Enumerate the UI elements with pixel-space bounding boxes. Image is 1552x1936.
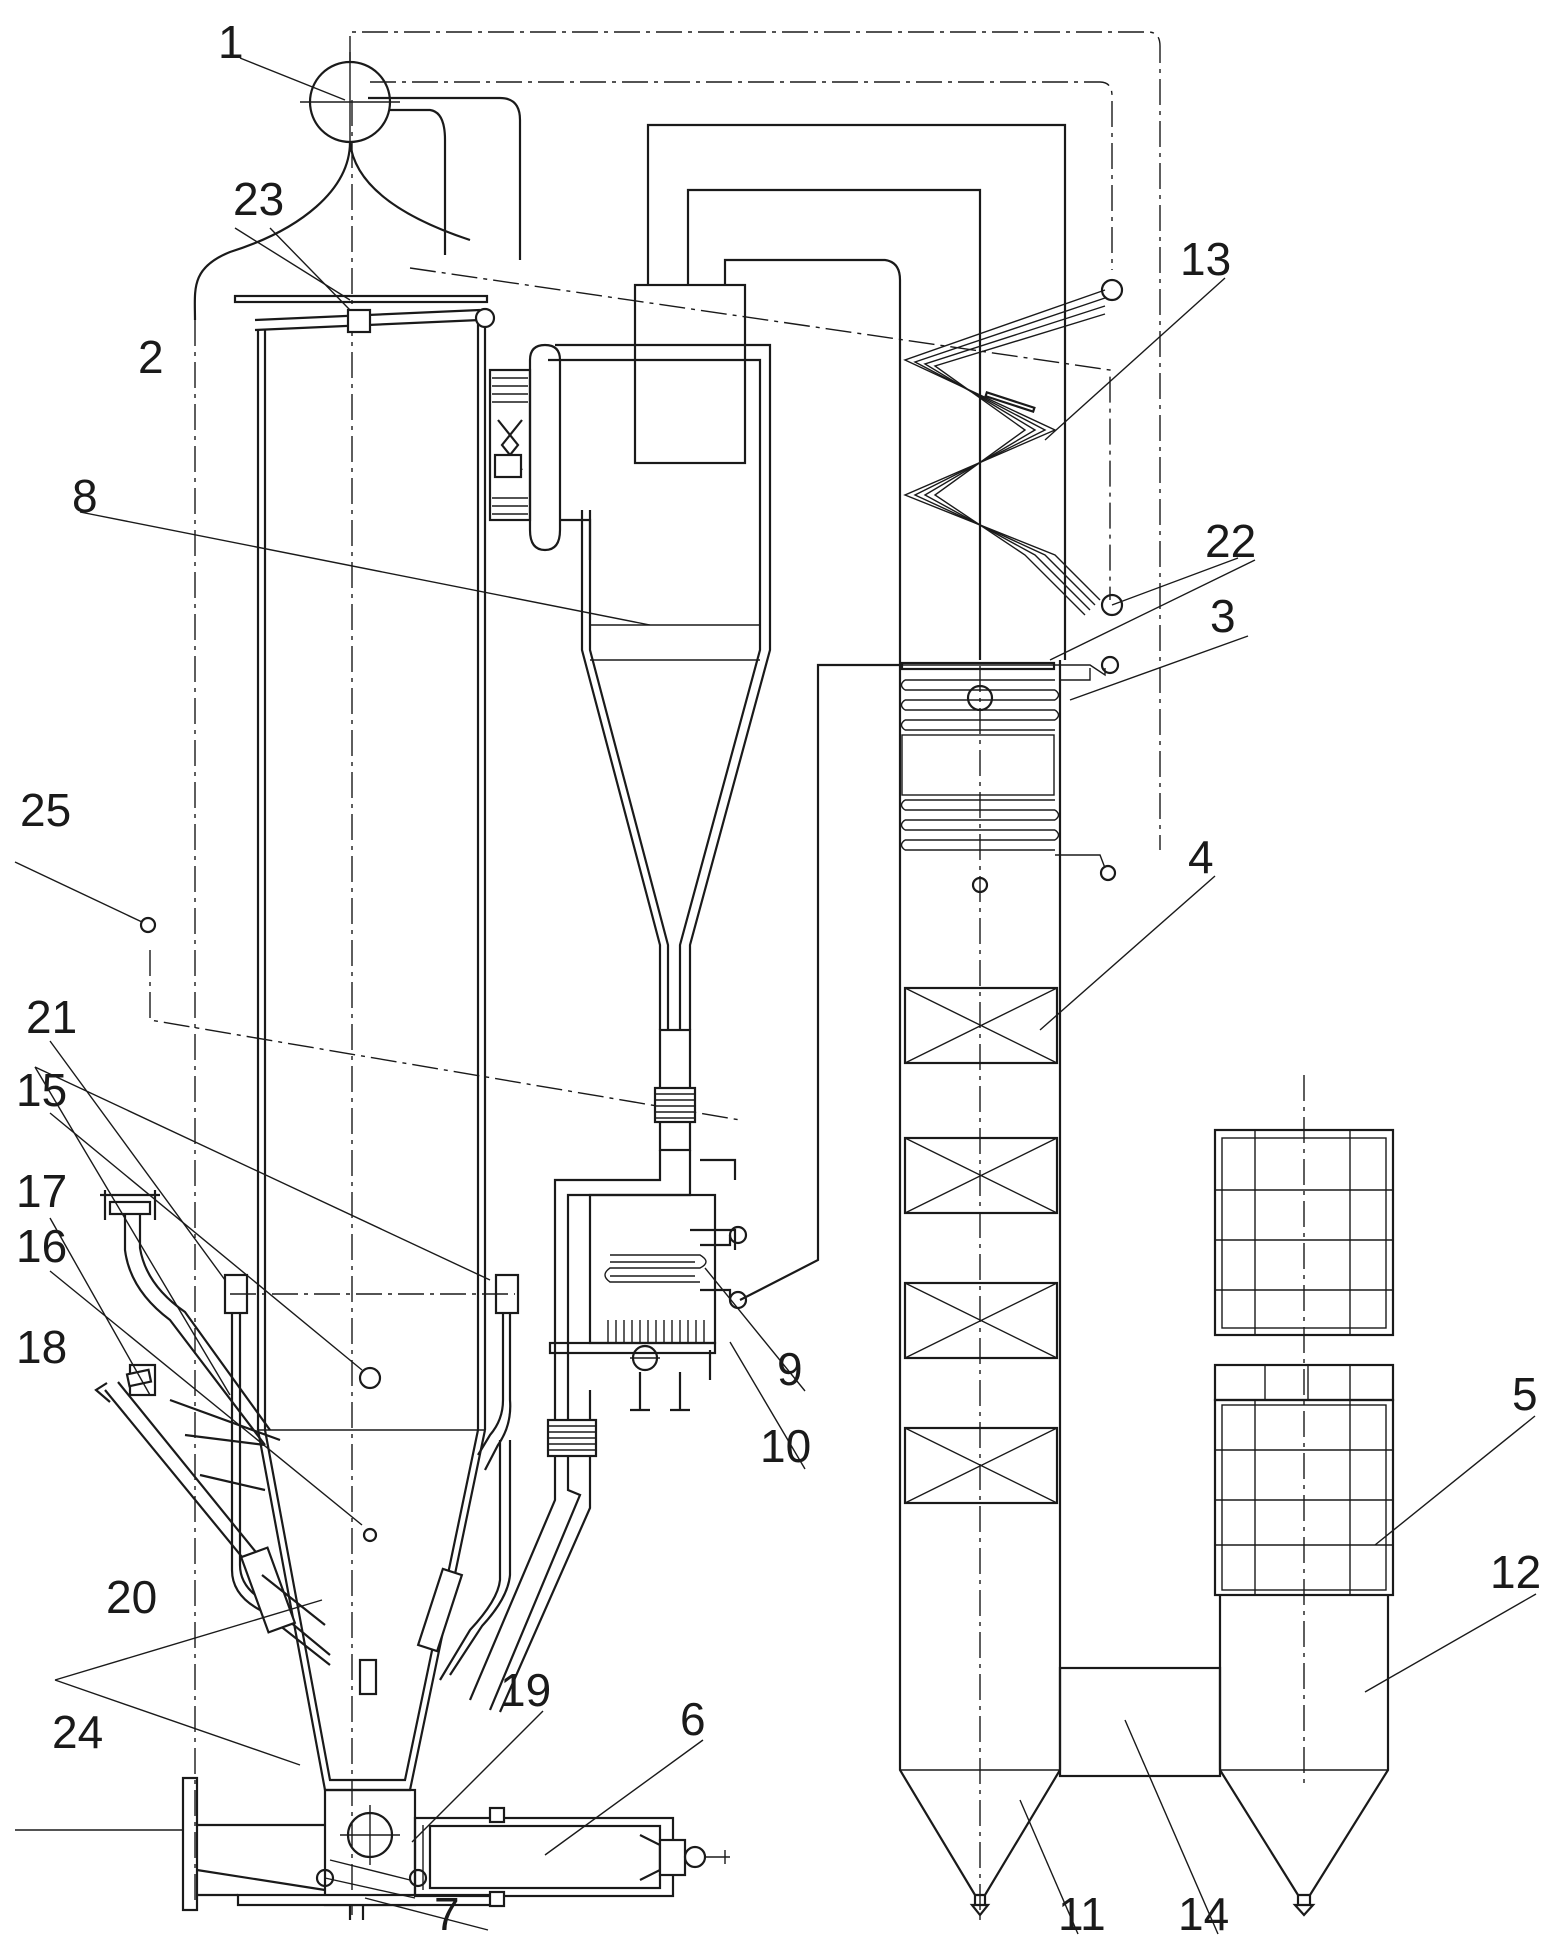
backpass bbox=[646, 123, 1124, 1917]
label-22: 22 bbox=[1205, 515, 1256, 567]
connecting-duct bbox=[1058, 1666, 1222, 1778]
label-3: 3 bbox=[1210, 590, 1236, 642]
label-9: 9 bbox=[777, 1343, 803, 1395]
label-18: 18 bbox=[16, 1321, 67, 1373]
external-heat-exchanger bbox=[548, 1193, 748, 1412]
superheater-coils bbox=[903, 278, 1124, 617]
feed-point-25 bbox=[139, 916, 157, 934]
label-5: 5 bbox=[1512, 1368, 1538, 1420]
economizer-coils bbox=[739, 655, 1120, 1301]
duct-burner bbox=[413, 1806, 730, 1908]
label-1: 1 bbox=[218, 16, 244, 68]
downcomer-lines bbox=[149, 31, 1305, 1920]
label-17: 17 bbox=[16, 1165, 67, 1217]
fuel-feed-pipes bbox=[94, 1190, 331, 1666]
dust-collector bbox=[1213, 1128, 1395, 1917]
label-14: 14 bbox=[1178, 1888, 1229, 1936]
steam-drum bbox=[193, 52, 522, 321]
label-20: 20 bbox=[106, 1571, 157, 1623]
label-4: 4 bbox=[1188, 831, 1214, 883]
cyclone-separator bbox=[488, 283, 772, 1390]
label-16: 16 bbox=[16, 1220, 67, 1272]
label-13: 13 bbox=[1180, 233, 1231, 285]
furnace bbox=[223, 294, 520, 1920]
label-12: 12 bbox=[1490, 1546, 1541, 1598]
label-8: 8 bbox=[72, 470, 98, 522]
label-25: 25 bbox=[20, 784, 71, 836]
label-2: 2 bbox=[138, 331, 164, 383]
part-labels: 1 23 2 8 25 21 15 17 16 18 20 24 19 6 7 … bbox=[16, 16, 1541, 1936]
label-7: 7 bbox=[434, 1888, 460, 1936]
return-leg-pipes bbox=[416, 1313, 598, 1713]
label-23: 23 bbox=[233, 173, 284, 225]
label-10: 10 bbox=[760, 1420, 811, 1472]
label-21: 21 bbox=[26, 991, 77, 1043]
side-pipe-24 bbox=[181, 1776, 326, 1912]
label-15: 15 bbox=[16, 1064, 67, 1116]
label-6: 6 bbox=[680, 1693, 706, 1745]
ash-cooler-fins bbox=[607, 1320, 705, 1343]
label-11: 11 bbox=[1058, 1888, 1106, 1936]
air-preheater-blocks bbox=[903, 986, 1059, 1505]
label-24: 24 bbox=[52, 1706, 103, 1758]
leader-lines bbox=[14, 57, 1537, 1935]
label-19: 19 bbox=[500, 1664, 551, 1716]
